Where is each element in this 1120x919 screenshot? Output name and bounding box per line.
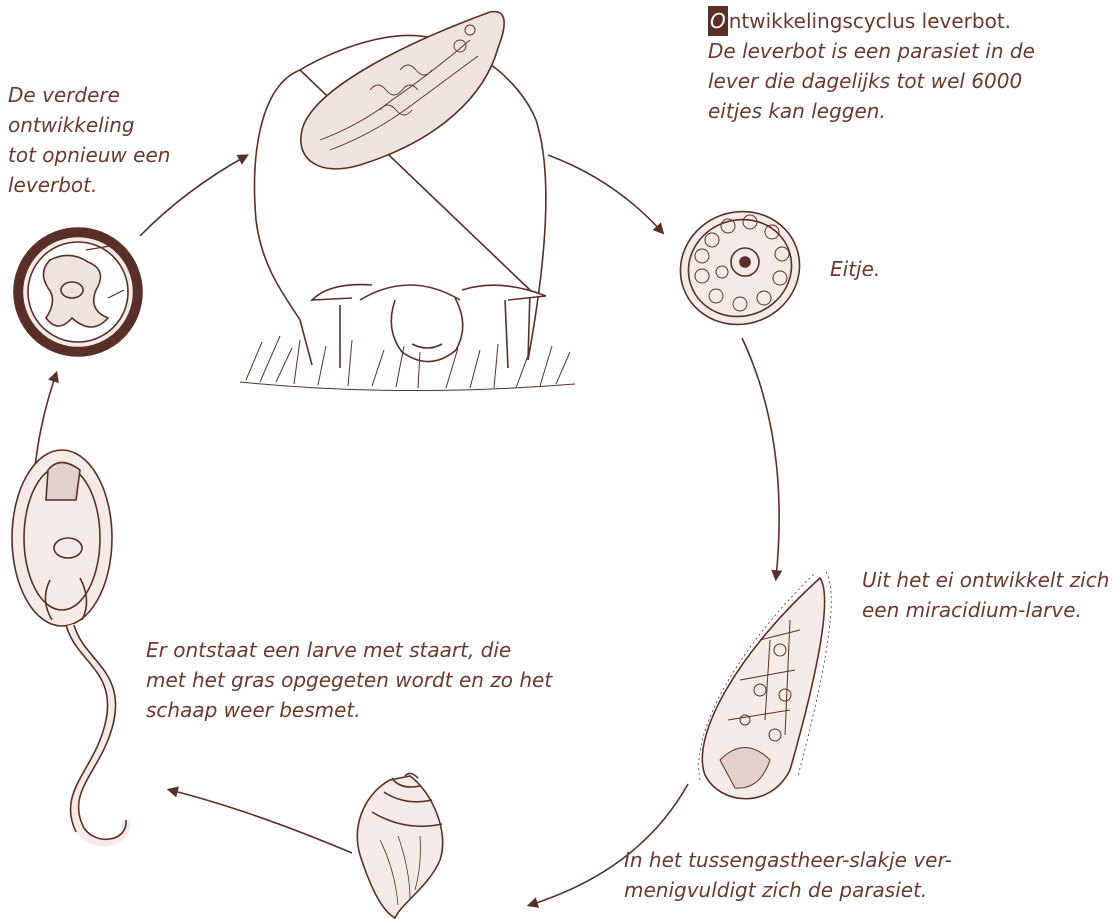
miracidium-line: Uit het ei ontwikkelt zich [862, 565, 1109, 595]
title-line: De leverbot is een parasiet in de [708, 36, 1035, 66]
development-caption: De verdere ontwikkeling tot opnieuw een … [8, 80, 170, 200]
cyst-illustration [14, 228, 142, 356]
development-line: tot opnieuw een [8, 140, 170, 170]
cercaria-caption: Er ontstaat een larve met staart, die me… [146, 635, 552, 725]
arrow-sheep-to-egg [548, 155, 662, 232]
miracidium-caption: Uit het ei ontwikkelt zich een miracidiu… [862, 565, 1109, 625]
egg-illustration [664, 195, 815, 341]
title-line: eitjes kan leggen. [708, 96, 1035, 126]
miracidium-illustration [699, 572, 831, 799]
title-rest: ntwikkelingscyclus leverbot. [729, 9, 1011, 33]
snail-line: menigvuldigt zich de parasiet. [624, 875, 952, 905]
arrow-egg-to-miracidium [742, 338, 779, 578]
title-badge: O [708, 6, 728, 36]
development-line: leverbot. [8, 170, 170, 200]
development-line: De verdere [8, 80, 170, 110]
cercaria-line: schaap weer besmet. [146, 695, 552, 725]
snail-caption: In het tussengastheer-slakje ver- menigv… [624, 845, 952, 905]
cercaria-illustration [12, 450, 126, 842]
miracidium-line: een miracidium-larve. [862, 595, 1109, 625]
cercaria-line: met het gras opgegeten wordt en zo het [146, 665, 552, 695]
title-line: lever die dagelijks tot wel 6000 [708, 66, 1035, 96]
egg-label-text: Eitje. [830, 254, 880, 284]
arrow-snail-to-cercaria [170, 790, 352, 853]
snail-illustration [357, 773, 442, 918]
egg-label: Eitje. [830, 254, 880, 284]
development-line: ontwikkeling [8, 110, 170, 140]
snail-line: In het tussengastheer-slakje ver- [624, 845, 952, 875]
sheep-illustration [240, 12, 575, 391]
cercaria-line: Er ontstaat een larve met staart, die [146, 635, 552, 665]
